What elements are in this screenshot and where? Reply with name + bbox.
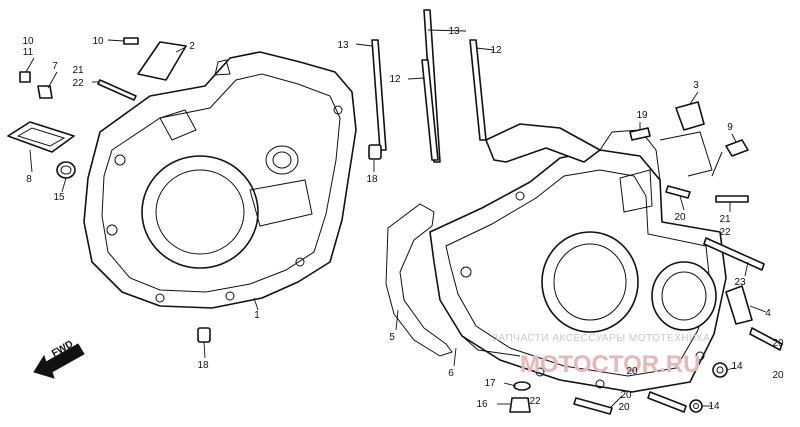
- watermark-text: ЗАПЧАСТИ АКСЕССУАРЫ МОТОТЕХНИКА: [492, 333, 710, 344]
- callout-15: 15: [53, 192, 65, 203]
- callout-23: 23: [734, 277, 746, 288]
- callout-1: 1: [254, 310, 260, 321]
- callout-21: 21: [72, 65, 84, 76]
- callout-21: 21: [719, 214, 731, 225]
- callout-20: 20: [618, 402, 630, 413]
- callout-14: 14: [708, 401, 720, 412]
- callout-6: 6: [448, 368, 454, 379]
- leader-lines: [25, 29, 767, 409]
- callout-13: 13: [337, 40, 349, 51]
- left-crankcase: [83, 51, 357, 309]
- watermark-logo: MOTOCTOR.RU: [520, 351, 700, 378]
- callout-10: 10: [92, 36, 104, 47]
- callout-22: 22: [72, 78, 84, 89]
- callout-14: 14: [731, 361, 743, 372]
- callout-4: 4: [765, 308, 771, 319]
- callout-10: 10: [22, 36, 34, 47]
- watermark: ЗАПЧАСТИ АКСЕССУАРЫ МОТОТЕХНИКА MOTOCTOR…: [492, 333, 710, 378]
- callout-22: 22: [529, 396, 541, 407]
- callout-19: 19: [636, 110, 648, 121]
- callout-20: 20: [626, 366, 638, 377]
- callout-8: 8: [26, 174, 32, 185]
- callout-2: 2: [189, 41, 195, 52]
- callout-20: 20: [674, 212, 686, 223]
- callout-18: 18: [366, 174, 378, 185]
- callout-22: 22: [719, 227, 731, 238]
- forward-direction-arrow: FWD: [33, 339, 85, 379]
- callout-20: 20: [772, 370, 784, 381]
- callout-11: 11: [23, 47, 34, 58]
- callout-9: 9: [727, 122, 733, 133]
- callout-16: 16: [476, 399, 488, 410]
- callout-12: 12: [389, 74, 401, 85]
- callout-20: 20: [772, 338, 784, 349]
- stud-bolts: [371, 9, 487, 163]
- callout-20: 20: [620, 390, 632, 401]
- upper-bracket: [485, 123, 601, 163]
- callout-3: 3: [693, 80, 699, 91]
- crankcase-gasket: [385, 203, 453, 357]
- callout-12: 12: [490, 45, 502, 56]
- callout-5: 5: [389, 332, 395, 343]
- small-parts-left: [7, 37, 187, 179]
- right-crankcase: [429, 129, 727, 393]
- callout-18: 18: [197, 360, 209, 371]
- callout-13: 13: [448, 26, 460, 37]
- callout-17: 17: [484, 378, 496, 389]
- small-parts-right: [509, 101, 783, 415]
- callout-7: 7: [52, 61, 58, 72]
